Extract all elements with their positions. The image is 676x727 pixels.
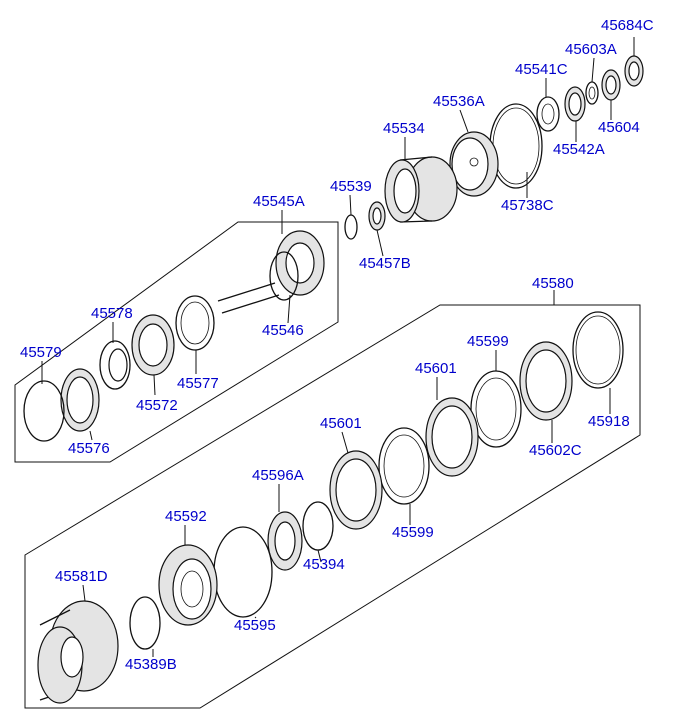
label-45581D: 45581D (55, 568, 108, 585)
label-45595: 45595 (234, 617, 276, 634)
label-45603A: 45603A (565, 41, 617, 58)
part-45541C (536, 96, 560, 132)
part-45572 (131, 314, 175, 376)
label-45539: 45539 (330, 178, 372, 195)
label-45596A: 45596A (252, 467, 304, 484)
label-45738C: 45738C (501, 197, 554, 214)
part-45394 (302, 501, 334, 551)
label-45542A: 45542A (553, 141, 605, 158)
label-45601-lower: 45601 (320, 415, 362, 432)
label-45572: 45572 (136, 397, 178, 414)
part-45542A (564, 86, 586, 122)
group-box-45545A (14, 221, 339, 463)
part-45546 (217, 230, 325, 314)
part-45389B (129, 596, 161, 650)
label-45541C: 45541C (515, 61, 568, 78)
label-45580: 45580 (532, 275, 574, 292)
part-45601-upper (425, 397, 479, 477)
label-45457B: 45457B (359, 255, 411, 272)
label-45602C: 45602C (529, 442, 582, 459)
label-45599-upper: 45599 (467, 333, 509, 350)
part-45602C (519, 341, 573, 421)
part-45576 (60, 368, 100, 432)
label-45394: 45394 (303, 556, 345, 573)
part-45536A (449, 131, 499, 197)
part-45578 (99, 340, 131, 390)
label-45604: 45604 (598, 119, 640, 136)
label-45918: 45918 (588, 413, 630, 430)
part-45534 (384, 156, 458, 223)
part-45604 (601, 69, 621, 101)
label-45577: 45577 (177, 375, 219, 392)
group-box-45580 (24, 304, 641, 709)
label-45601-upper: 45601 (415, 360, 457, 377)
label-45534: 45534 (383, 120, 425, 137)
label-45599-lower: 45599 (392, 524, 434, 541)
part-45601-lower (329, 450, 383, 530)
part-45539 (344, 214, 358, 240)
label-45576: 45576 (68, 440, 110, 457)
part-45457B (368, 201, 386, 231)
part-45684C (624, 55, 644, 87)
label-45579: 45579 (20, 344, 62, 361)
part-45918 (572, 311, 624, 389)
label-45536A: 45536A (433, 93, 485, 110)
part-45592 (158, 544, 218, 626)
label-45546: 45546 (262, 322, 304, 339)
part-45596A (267, 511, 303, 571)
label-45389B: 45389B (125, 656, 177, 673)
label-45592: 45592 (165, 508, 207, 525)
part-45595 (213, 526, 273, 618)
label-45545A: 45545A (253, 193, 305, 210)
part-45577 (175, 295, 215, 351)
part-45599-lower (378, 427, 430, 505)
part-45581D (37, 600, 119, 704)
part-45738C (489, 103, 543, 189)
label-45578: 45578 (91, 305, 133, 322)
part-45579 (23, 380, 65, 442)
label-45684C: 45684C (601, 17, 654, 34)
part-45603A (585, 81, 599, 105)
